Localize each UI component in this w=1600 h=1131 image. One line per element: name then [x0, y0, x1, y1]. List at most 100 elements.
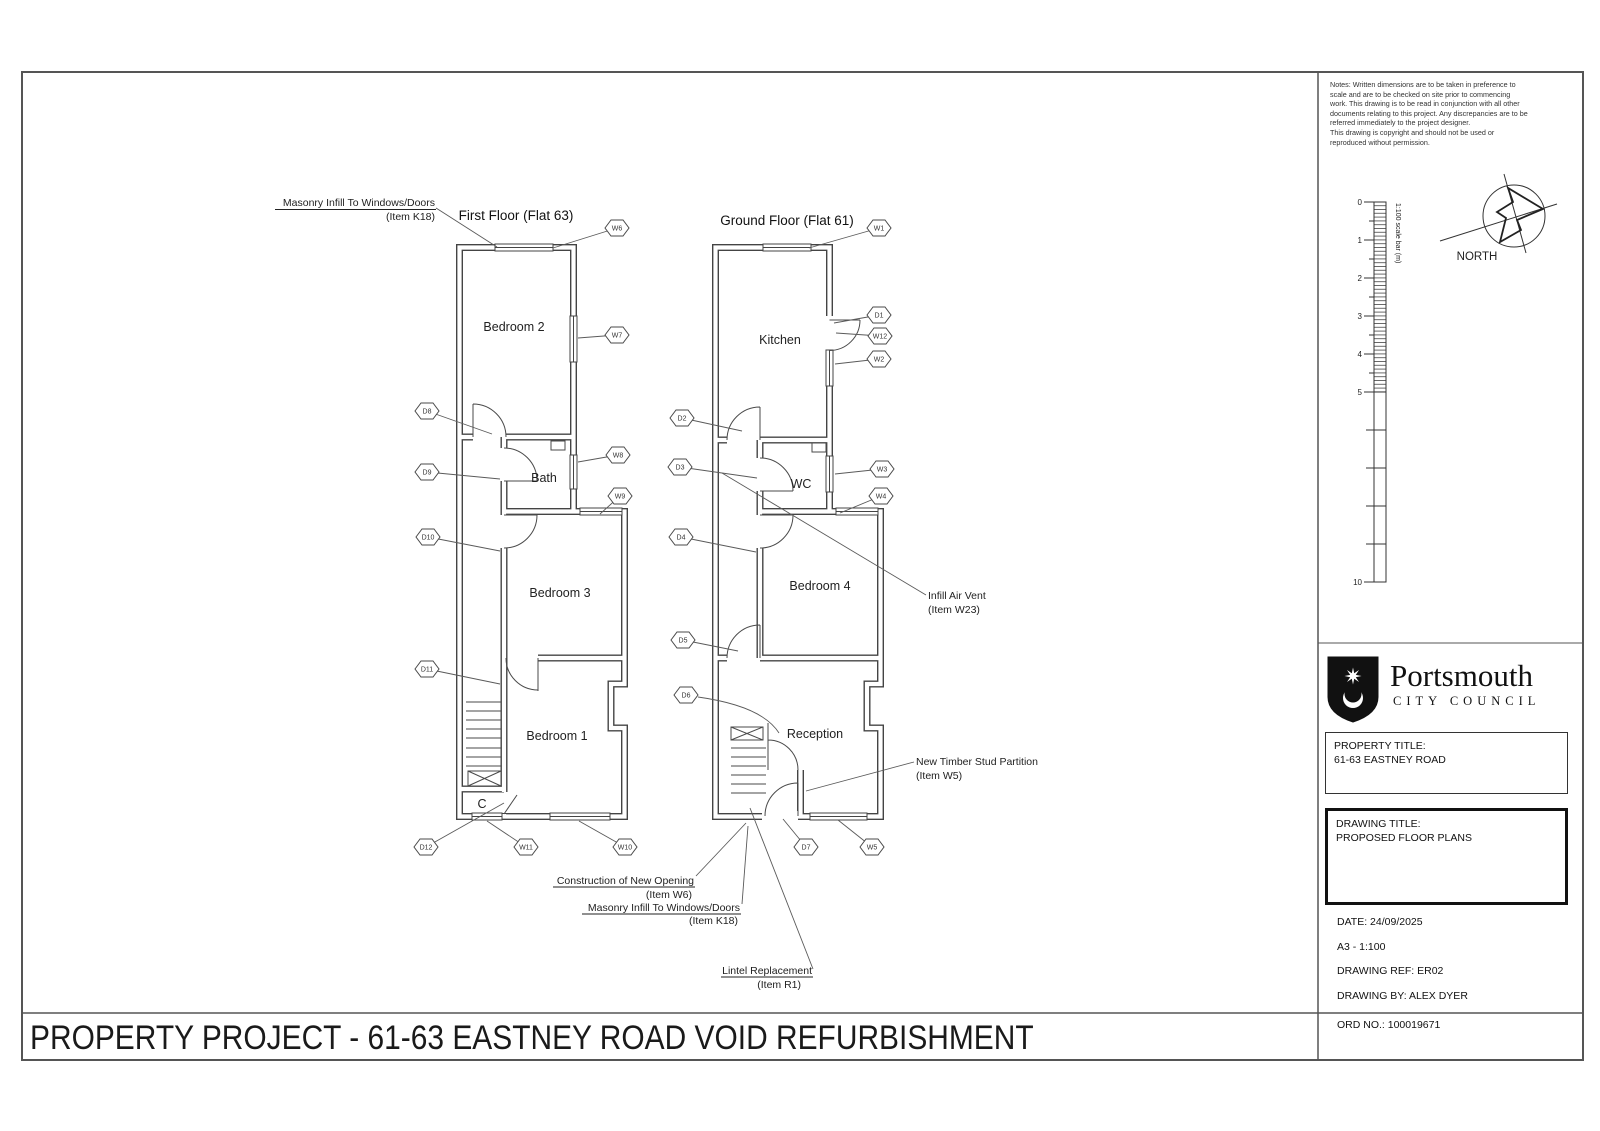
ff-windows	[471, 243, 623, 821]
north-arrow: NORTH	[1439, 173, 1558, 263]
note-partition-2: (Item W5)	[916, 770, 962, 782]
tag-d6: D6	[673, 686, 780, 734]
gf-tags: W1 D1 W12 W2 W3 W4 D2 D3 D4 D5 D6 D7 W5	[667, 219, 895, 856]
room-label-bedroom2: Bedroom 2	[483, 320, 544, 334]
tag-d12: D12	[413, 802, 505, 856]
ff-doors	[472, 403, 539, 815]
ord-no-line: ORD NO.: 100019671	[1337, 1019, 1441, 1031]
svg-text:3: 3	[1358, 312, 1363, 321]
svg-text:W1: W1	[874, 226, 885, 233]
note-lintel-1: Lintel Replacement	[722, 965, 812, 977]
gf-stairs	[730, 726, 766, 794]
svg-text:W6: W6	[612, 226, 623, 233]
svg-text:D4: D4	[677, 535, 686, 542]
property-title-value: 61-63 EASTNEY ROAD	[1334, 754, 1446, 766]
tag-d10: D10	[415, 528, 501, 552]
logo-name: Portsmouth	[1390, 658, 1533, 693]
property-title-label: PROPERTY TITLE:	[1334, 740, 1426, 752]
room-label-kitchen: Kitchen	[759, 333, 801, 347]
logo-subtitle: CITY COUNCIL	[1393, 694, 1541, 708]
tag-w5: W5	[837, 819, 885, 856]
tag-d8: D8	[414, 402, 493, 435]
drawing-ref-line: DRAWING REF: ER02	[1337, 965, 1444, 977]
ff-bath-fixture	[550, 440, 566, 451]
svg-text:D9: D9	[423, 470, 432, 477]
room-label-bath: Bath	[531, 471, 557, 485]
notes-block: Notes: Written dimensions are to be take…	[1330, 80, 1528, 147]
date-line: DATE: 24/09/2025	[1337, 916, 1423, 928]
svg-text:4: 4	[1358, 350, 1363, 359]
svg-text:W12: W12	[873, 334, 888, 341]
note-opening-2: (Item W6)	[646, 889, 692, 901]
sheet-border	[21, 71, 1584, 1061]
svg-text:D2: D2	[678, 416, 687, 423]
gf-wc-fixture	[811, 442, 827, 453]
room-label-wc: WC	[791, 477, 812, 491]
drawing-title-box: DRAWING TITLE: PROPOSED FLOOR PLANS	[1325, 808, 1568, 905]
svg-text:W9: W9	[615, 494, 626, 501]
tag-w4: W4	[839, 487, 894, 514]
svg-text:W5: W5	[867, 845, 878, 852]
note-masonry-btm-1: Masonry Infill To Windows/Doors	[588, 902, 740, 914]
note-partition-1: New Timber Stud Partition	[916, 756, 1038, 768]
drawing-title-label: DRAWING TITLE:	[1336, 818, 1421, 830]
svg-text:D11: D11	[421, 667, 433, 674]
annotations: Masonry Infill To Windows/Doors (Item K1…	[275, 197, 1038, 991]
svg-text:D5: D5	[679, 638, 688, 645]
svg-text:W3: W3	[877, 467, 888, 474]
gf-backdoor-opening	[824, 316, 835, 352]
tag-d4: D4	[668, 528, 757, 553]
room-label-bedroom1: Bedroom 1	[526, 729, 587, 743]
tag-w11: W11	[486, 820, 539, 856]
room-label-bedroom4: Bedroom 4	[789, 579, 850, 593]
tag-d3: D3	[667, 458, 758, 479]
tag-d7: D7	[782, 818, 819, 856]
svg-text:D3: D3	[676, 465, 685, 472]
svg-text:2: 2	[1358, 274, 1363, 283]
tag-w9: W9	[599, 487, 633, 515]
scale-bar: 0 1 2 3 4 5 10 1:100 scale bar (m)	[1353, 198, 1401, 587]
svg-text:W2: W2	[874, 357, 885, 364]
first-floor-plan: First Floor (Flat 63) Bedroom 2 Bath Bed…	[459, 208, 625, 821]
svg-text:D10: D10	[422, 535, 435, 542]
tag-w6: W6	[552, 219, 630, 249]
tag-w3: W3	[834, 460, 895, 478]
tag-w8: W8	[577, 446, 631, 464]
gf-title: Ground Floor (Flat 61)	[720, 213, 854, 228]
note-masonry-btm-2: (Item K18)	[689, 915, 738, 927]
tag-d2: D2	[669, 409, 743, 432]
svg-text:D12: D12	[420, 845, 433, 852]
svg-text:D7: D7	[802, 845, 811, 852]
tag-d11: D11	[414, 660, 501, 685]
property-title-box: PROPERTY TITLE: 61-63 EASTNEY ROAD	[1325, 732, 1568, 794]
gf-doors	[726, 319, 861, 817]
svg-text:W10: W10	[618, 845, 633, 852]
note-air-vent-1: Infill Air Vent	[928, 590, 986, 602]
room-label-reception: Reception	[787, 727, 843, 741]
svg-text:5: 5	[1358, 388, 1363, 397]
svg-text:W8: W8	[613, 453, 624, 460]
ff-title: First Floor (Flat 63)	[459, 208, 574, 223]
ff-tags: W6 W7 W8 W9 D8 D9 D10 D11 D12 W11 W10	[413, 219, 638, 856]
tag-w2: W2	[834, 350, 892, 368]
format-scale-line: A3 - 1:100	[1337, 941, 1386, 953]
ff-stairs	[466, 701, 502, 787]
svg-text:W11: W11	[519, 845, 533, 852]
tag-w1: W1	[808, 219, 892, 249]
room-label-cupboard: C	[477, 797, 486, 811]
ground-floor-plan: Ground Floor (Flat 61) Kitchen WC Bedroo…	[716, 213, 881, 822]
svg-text:D6: D6	[682, 693, 691, 700]
tag-w12: W12	[835, 327, 893, 345]
note-lintel-2: (Item R1)	[757, 979, 801, 991]
note-air-vent-2: (Item W23)	[928, 604, 980, 616]
pcc-logo-shield-icon	[1327, 656, 1379, 723]
svg-text:W4: W4	[876, 494, 887, 501]
compass-needle-icon	[1495, 185, 1545, 244]
drawing-title-value: PROPOSED FLOOR PLANS	[1336, 832, 1472, 844]
svg-text:W7: W7	[612, 333, 623, 340]
svg-text:D1: D1	[875, 313, 884, 320]
note-masonry-top-1: Masonry Infill To Windows/Doors	[283, 197, 435, 209]
room-label-bedroom3: Bedroom 3	[529, 586, 590, 600]
tag-d1: D1	[833, 306, 892, 324]
tag-d9: D9	[414, 463, 501, 481]
